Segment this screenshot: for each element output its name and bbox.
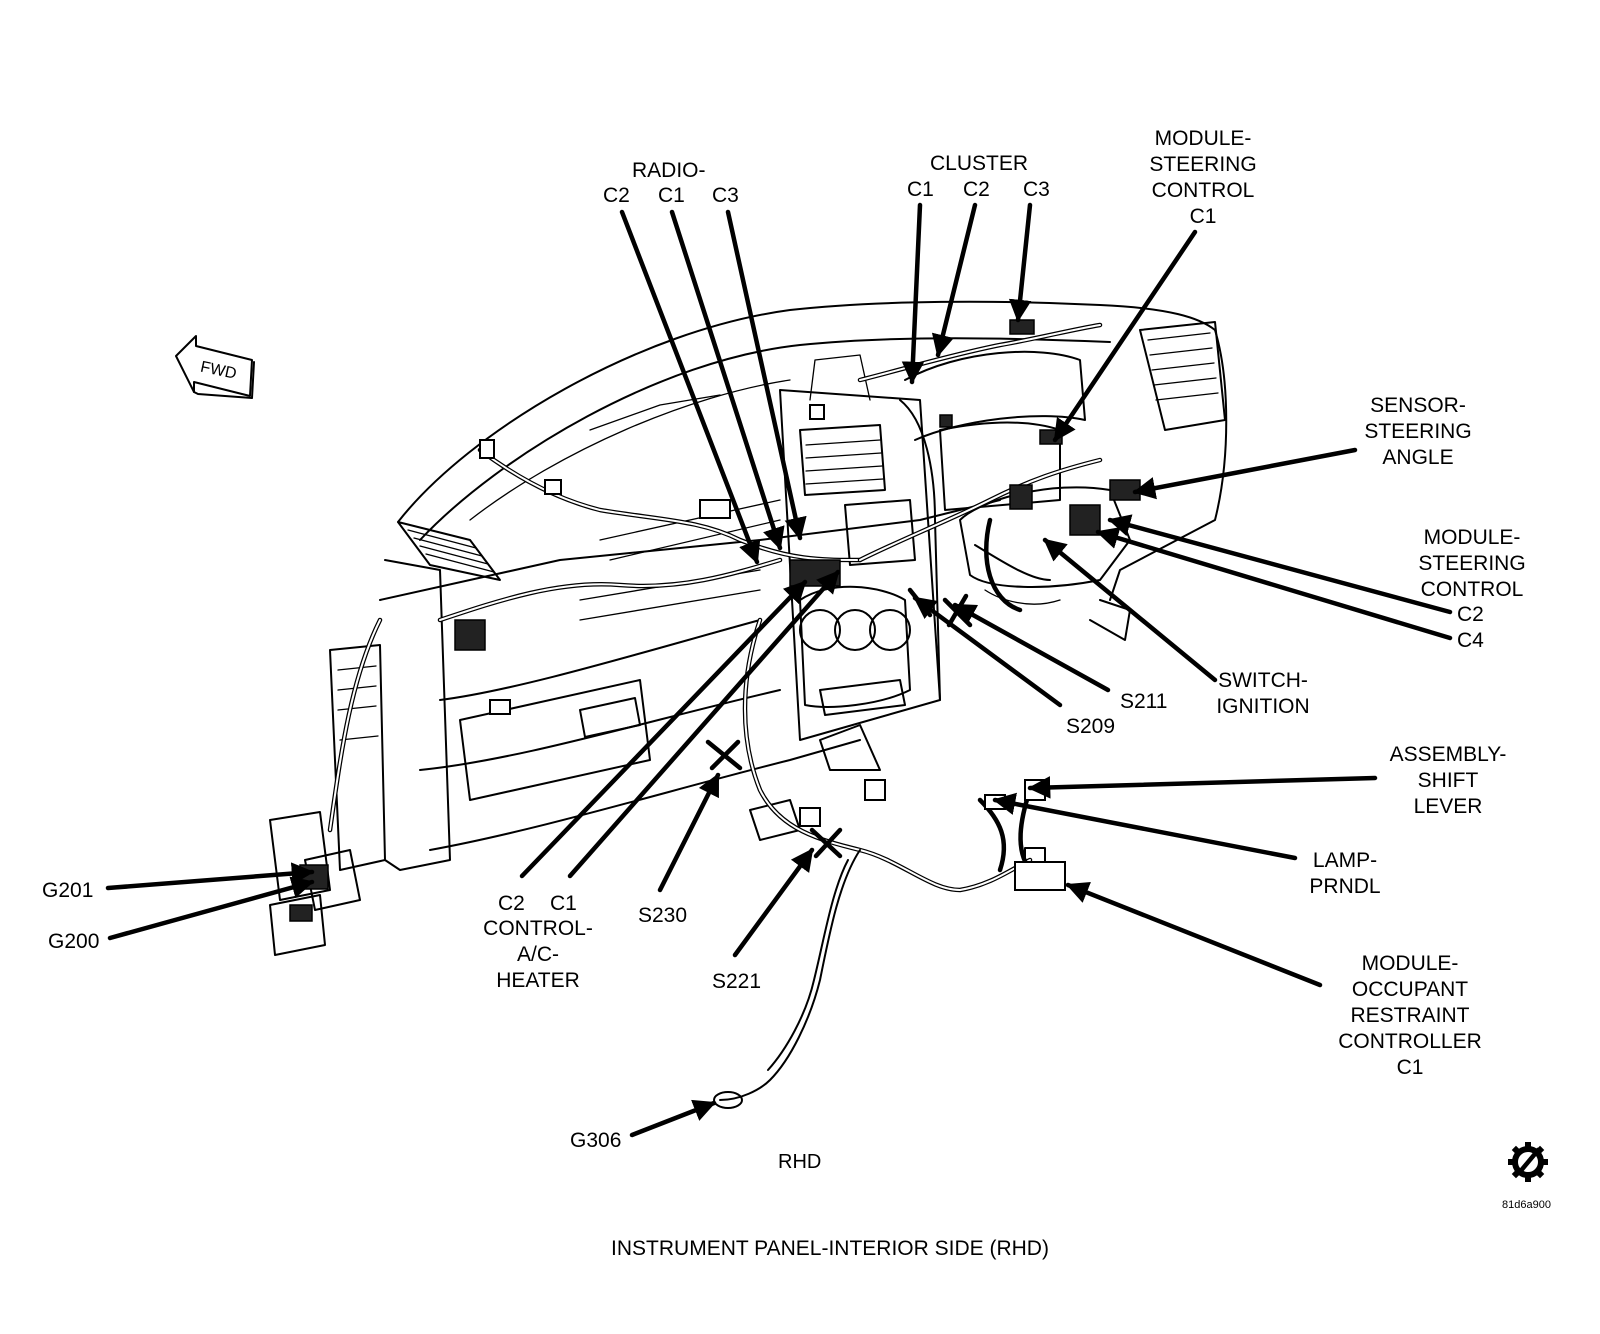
label-g200: G200 [48, 930, 99, 953]
label-s209: S209 [1066, 715, 1115, 738]
leader-assembly-shift-lever [1027, 775, 1378, 799]
label-ctl-c1: C1 [550, 892, 577, 915]
label-rhd: RHD [778, 1151, 821, 1173]
leader-ctl-c1 [567, 569, 841, 879]
leader-g201 [105, 862, 315, 891]
label-switch-line2: IGNITION [1216, 695, 1309, 718]
label-s221: S221 [712, 970, 761, 993]
label-asl-line1: ASSEMBLY- [1390, 743, 1507, 766]
leader-cluster-c1 [901, 202, 925, 385]
label-s230: S230 [638, 904, 687, 927]
label-switch-line1: SWITCH- [1218, 669, 1308, 692]
leader-msc-c4 [1095, 527, 1453, 641]
label-morc-line3: RESTRAINT [1350, 1004, 1469, 1027]
label-msc-line2: STEERING [1149, 153, 1256, 176]
leader-msc-c2 [1107, 514, 1453, 615]
leader-s209 [912, 595, 1063, 708]
label-ctl-c2: C2 [498, 892, 525, 915]
label-radio-c1: C1 [658, 184, 685, 207]
wiring-harness [327, 322, 1103, 1101]
leader-cluster-c3 [1008, 202, 1033, 323]
gear-slash-icon [1508, 1142, 1548, 1182]
instrument-panel-body [269, 300, 1228, 956]
label-ssa-line1: SENSOR- [1370, 394, 1466, 417]
leader-msc-c1 [1052, 229, 1198, 443]
label-lamp-line2: PRNDL [1309, 875, 1380, 898]
leader-radio-c3 [725, 209, 807, 541]
label-msc2-line1: MODULE- [1424, 526, 1521, 549]
label-ssa-line3: ANGLE [1382, 446, 1453, 469]
drawing-code: 81d6a900 [1502, 1199, 1551, 1211]
figure-caption: INSTRUMENT PANEL-INTERIOR SIDE (RHD) [611, 1237, 1049, 1260]
label-ctl-line3: HEATER [496, 969, 580, 992]
label-morc-line2: OCCUPANT [1352, 978, 1468, 1001]
leader-radio-c1 [669, 209, 785, 551]
label-ctl-line1: CONTROL- [483, 917, 593, 940]
leader-s221 [732, 847, 815, 958]
label-asl-line3: LEVER [1414, 795, 1483, 818]
label-ctl-line2: A/C- [517, 943, 559, 966]
leader-morc [1065, 882, 1323, 988]
label-ssa-line2: STEERING [1364, 420, 1471, 443]
leader-cluster-c2 [931, 202, 978, 358]
label-lamp-line1: LAMP- [1313, 849, 1377, 872]
label-radio-c2: C2 [603, 184, 630, 207]
label-g306: G306 [570, 1129, 621, 1152]
leader-s211 [952, 602, 1111, 693]
label-cluster-c2: C2 [963, 178, 990, 201]
leader-switch-ignition [1042, 537, 1218, 683]
fwd-arrow-icon: FWD [175, 335, 255, 399]
leader-g200 [107, 876, 315, 941]
leader-lines [105, 202, 1453, 1138]
label-msc-c1: C1 [1190, 205, 1217, 228]
label-morc-line1: MODULE- [1362, 952, 1459, 975]
label-msc2-line3: CONTROL [1421, 578, 1524, 601]
label-asl-line2: SHIFT [1418, 769, 1479, 792]
label-msc2-c2: C2 [1457, 603, 1484, 626]
label-morc-line4: CONTROLLER [1338, 1030, 1482, 1053]
label-g201: G201 [42, 879, 93, 902]
label-radio-c3: C3 [712, 184, 739, 207]
label-cluster: CLUSTER [930, 152, 1028, 175]
leader-radio-c2 [619, 209, 761, 565]
label-cluster-c1: C1 [907, 178, 934, 201]
label-msc-line1: MODULE- [1155, 127, 1252, 150]
label-msc2-line2: STEERING [1418, 552, 1525, 575]
label-s211: S211 [1120, 690, 1168, 713]
label-msc2-c4: C4 [1457, 629, 1484, 652]
leader-g306 [629, 1099, 717, 1138]
leader-ssa [1132, 447, 1358, 500]
label-radio: RADIO- [632, 159, 706, 182]
callout-labels: RADIO- C2 C1 C3 CLUSTER C1 C2 C3 MODULE-… [42, 127, 1526, 1173]
fwd-label: FWD [199, 359, 238, 383]
leader-ctl-c2 [519, 579, 808, 879]
label-morc-c1: C1 [1397, 1056, 1424, 1079]
label-cluster-c3: C3 [1023, 178, 1050, 201]
leader-s230 [657, 772, 721, 893]
label-msc-line3: CONTROL [1152, 179, 1255, 202]
leader-lamp-prndl [992, 792, 1298, 861]
